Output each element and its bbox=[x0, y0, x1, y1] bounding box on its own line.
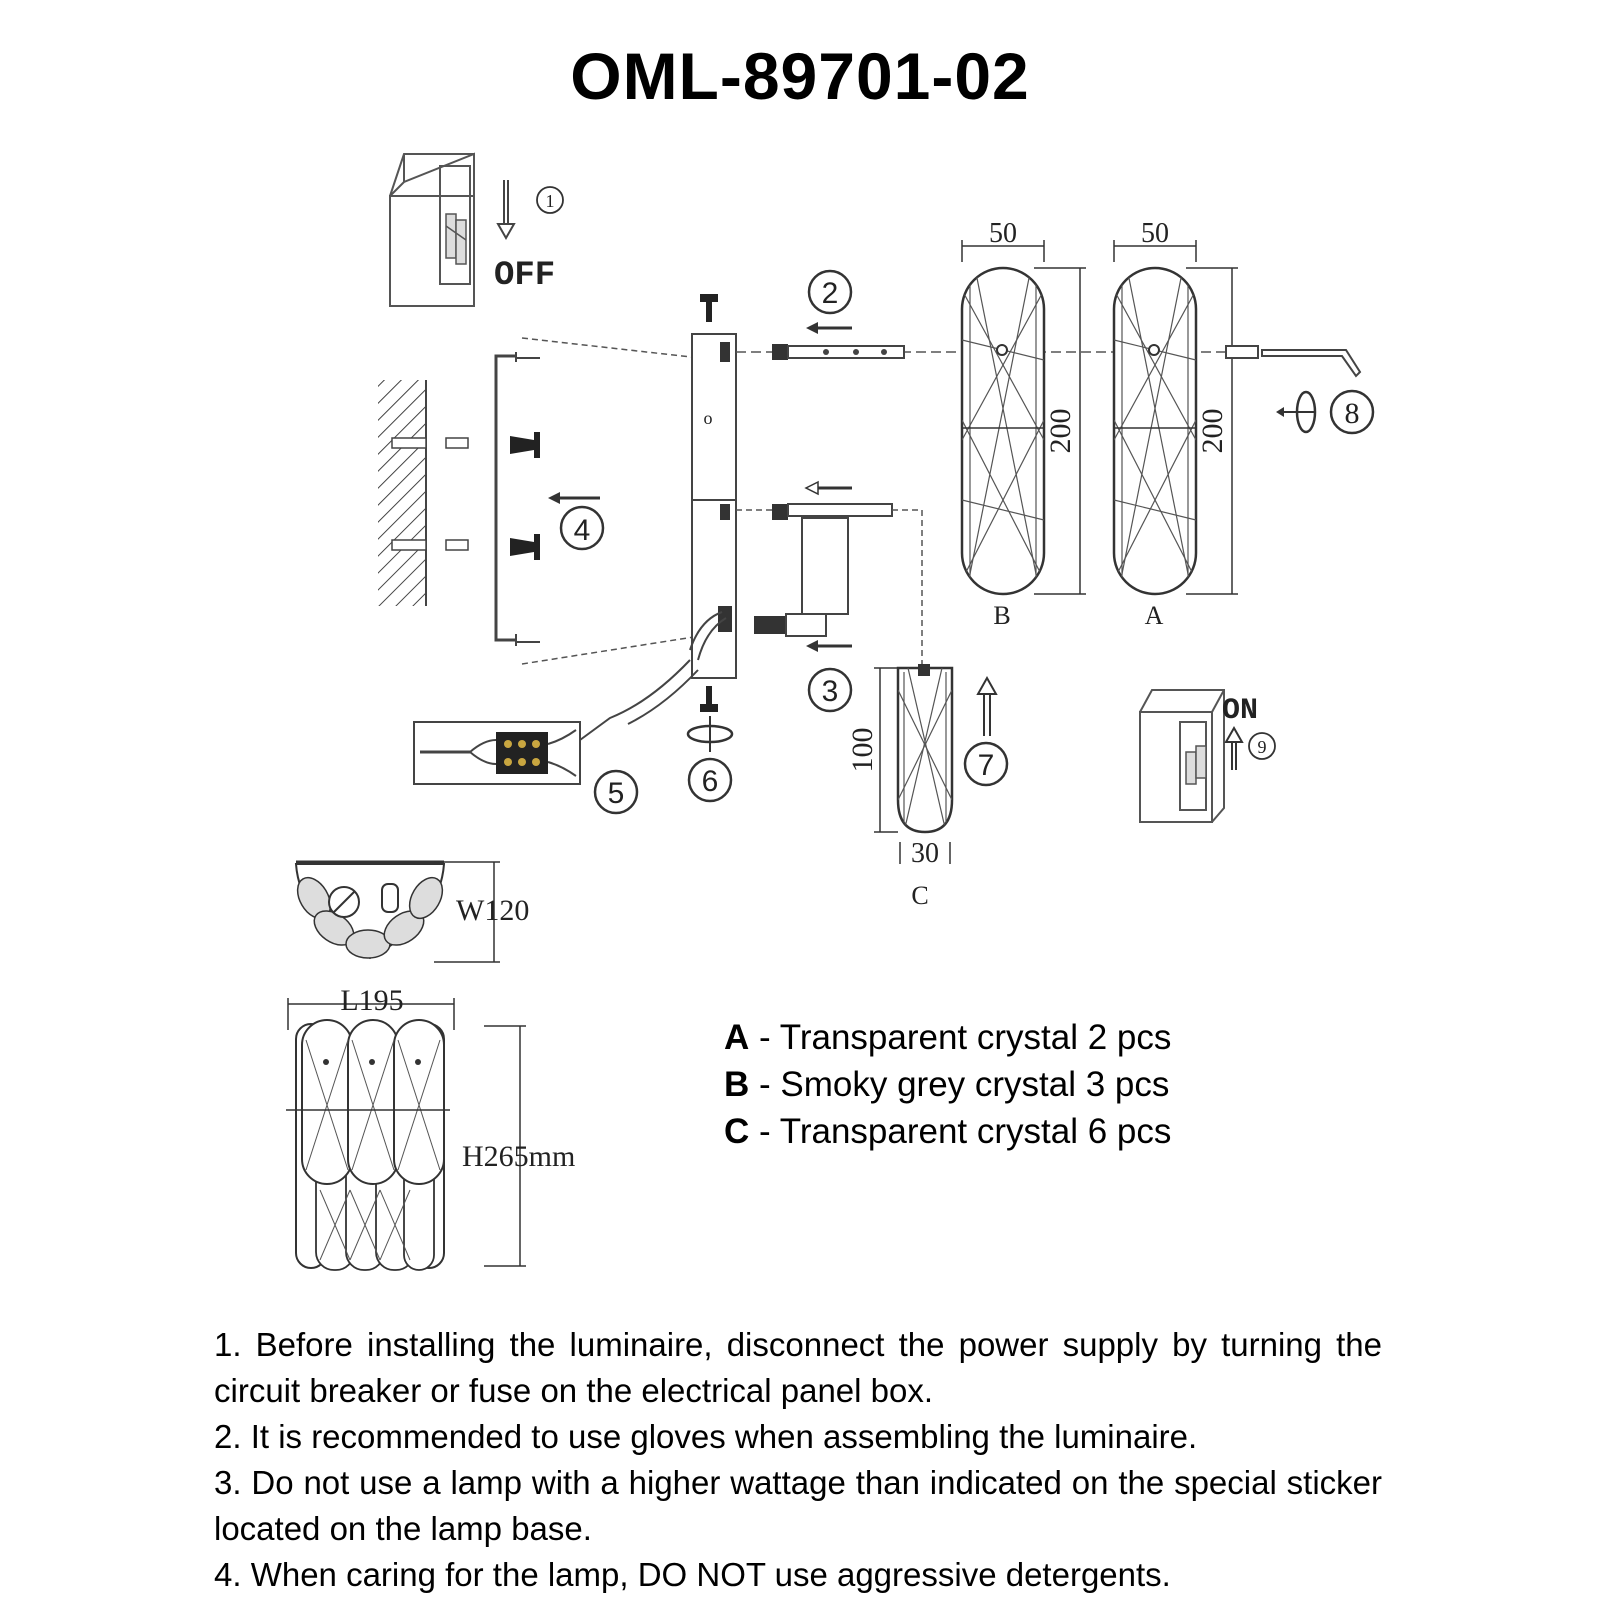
crystal-a-width-dimension bbox=[1113, 240, 1197, 262]
crystal-a bbox=[1112, 266, 1198, 596]
wiring-terminal-box bbox=[413, 659, 699, 785]
step-8-number: 8 bbox=[1345, 397, 1360, 430]
note-3: 3. Do not use a lamp with a higher watta… bbox=[214, 1464, 1382, 1547]
crystal-c bbox=[896, 664, 954, 834]
top-screw-icon bbox=[700, 294, 718, 322]
rotate-arrow-icon bbox=[686, 716, 734, 752]
step-6-circle bbox=[687, 757, 733, 803]
legend-row-c: C - Transparent crystal 6 pcs bbox=[724, 1108, 1171, 1155]
step-2-number: 2 bbox=[822, 277, 839, 310]
crystal-b bbox=[960, 266, 1046, 596]
mounting-bracket bbox=[494, 354, 516, 642]
width-dimension bbox=[434, 861, 500, 963]
step-3-number: 3 bbox=[822, 675, 839, 708]
legend-text: - Transparent crystal 2 pcs bbox=[749, 1018, 1172, 1057]
crystal-a-letter: A bbox=[1145, 601, 1164, 630]
screw-icon bbox=[510, 432, 540, 560]
legend-text: - Smoky grey crystal 3 pcs bbox=[749, 1065, 1170, 1104]
crystal-b-letter: B bbox=[993, 601, 1010, 630]
length-dimension bbox=[287, 998, 455, 1030]
step-9-number: 9 bbox=[1258, 737, 1267, 757]
lamp-top-view bbox=[294, 860, 446, 960]
left-arrow-icon bbox=[806, 322, 852, 334]
note-1: 1. Before installing the luminaire, disc… bbox=[214, 1326, 1382, 1409]
breaker-switch-off bbox=[389, 152, 475, 307]
rotate-arrow-icon bbox=[1276, 390, 1317, 434]
height-dimension bbox=[484, 1025, 526, 1267]
legend-text: - Transparent crystal 6 pcs bbox=[749, 1112, 1172, 1151]
step-9-circle bbox=[1248, 732, 1276, 760]
step-1-number: 1 bbox=[546, 191, 555, 211]
crystal-a-width: 50 bbox=[1141, 218, 1169, 249]
bracket-hole-mark: o bbox=[704, 408, 713, 428]
length-label: L195 bbox=[340, 984, 403, 1017]
crystal-b-width: 50 bbox=[989, 218, 1017, 249]
down-arrow-icon bbox=[496, 180, 516, 241]
parts-legend: A - Transparent crystal 2 pcs B - Smoky … bbox=[724, 1014, 1171, 1155]
crystal-a-height: 200 bbox=[1196, 409, 1229, 454]
wall-section bbox=[378, 380, 426, 606]
up-arrow-icon bbox=[1224, 725, 1244, 770]
on-label: ON bbox=[1222, 694, 1258, 728]
crystal-c-width: 30 bbox=[911, 838, 939, 869]
crystal-c-letter: C bbox=[911, 881, 928, 910]
step-7-circle bbox=[963, 741, 1009, 787]
crystal-c-height-dimension bbox=[874, 667, 898, 833]
crystal-a-height-dimension bbox=[1186, 267, 1238, 595]
crystal-c-height: 100 bbox=[846, 728, 879, 773]
height-label: H265mm bbox=[462, 1140, 575, 1173]
crystal-b-height-dimension bbox=[1034, 267, 1086, 595]
step-5-circle bbox=[593, 769, 639, 815]
step-1-circle bbox=[536, 186, 564, 214]
legend-key: C bbox=[724, 1112, 750, 1151]
up-arrow-icon bbox=[976, 675, 998, 736]
backplate bbox=[689, 333, 737, 679]
crystal-b-height: 200 bbox=[1044, 409, 1077, 454]
step-5-number: 5 bbox=[608, 777, 625, 810]
step-8-circle bbox=[1329, 389, 1375, 435]
legend-key: B bbox=[724, 1065, 750, 1104]
legend-row-b: B - Smoky grey crystal 3 pcs bbox=[724, 1061, 1171, 1108]
end-nut bbox=[1225, 345, 1362, 378]
step-4-circle bbox=[559, 505, 605, 551]
note-4: 4. When caring for the lamp, DO NOT use … bbox=[214, 1556, 1171, 1593]
step-2-circle bbox=[807, 269, 853, 315]
crystal-c-width-dimension bbox=[899, 842, 951, 864]
left-arrow-icon bbox=[806, 640, 852, 652]
step-7-number: 7 bbox=[978, 749, 995, 782]
note-2: 2. It is recommended to use gloves when … bbox=[214, 1418, 1198, 1455]
upper-crossbar bbox=[772, 344, 905, 360]
legend-row-a: A - Transparent crystal 2 pcs bbox=[724, 1014, 1171, 1061]
legend-key: A bbox=[724, 1018, 750, 1057]
bottom-screw-icon bbox=[700, 686, 718, 712]
model-title: OML-89701-02 bbox=[570, 39, 1030, 113]
step-4-number: 4 bbox=[574, 514, 591, 547]
step-6-number: 6 bbox=[702, 765, 719, 798]
left-arrow-icon bbox=[548, 492, 600, 504]
left-arrow-icon bbox=[804, 480, 852, 496]
socket-assembly bbox=[754, 503, 893, 637]
safety-notes: 1. Before installing the luminaire, disc… bbox=[214, 1322, 1382, 1598]
wall-anchors bbox=[391, 437, 469, 551]
crystal-b-width-dimension bbox=[961, 240, 1045, 262]
lamp-front-view bbox=[286, 1019, 450, 1271]
width-label: W120 bbox=[456, 894, 529, 927]
step-3-circle bbox=[807, 667, 853, 713]
breaker-switch-on bbox=[1139, 689, 1225, 823]
off-label: OFF bbox=[494, 257, 555, 295]
